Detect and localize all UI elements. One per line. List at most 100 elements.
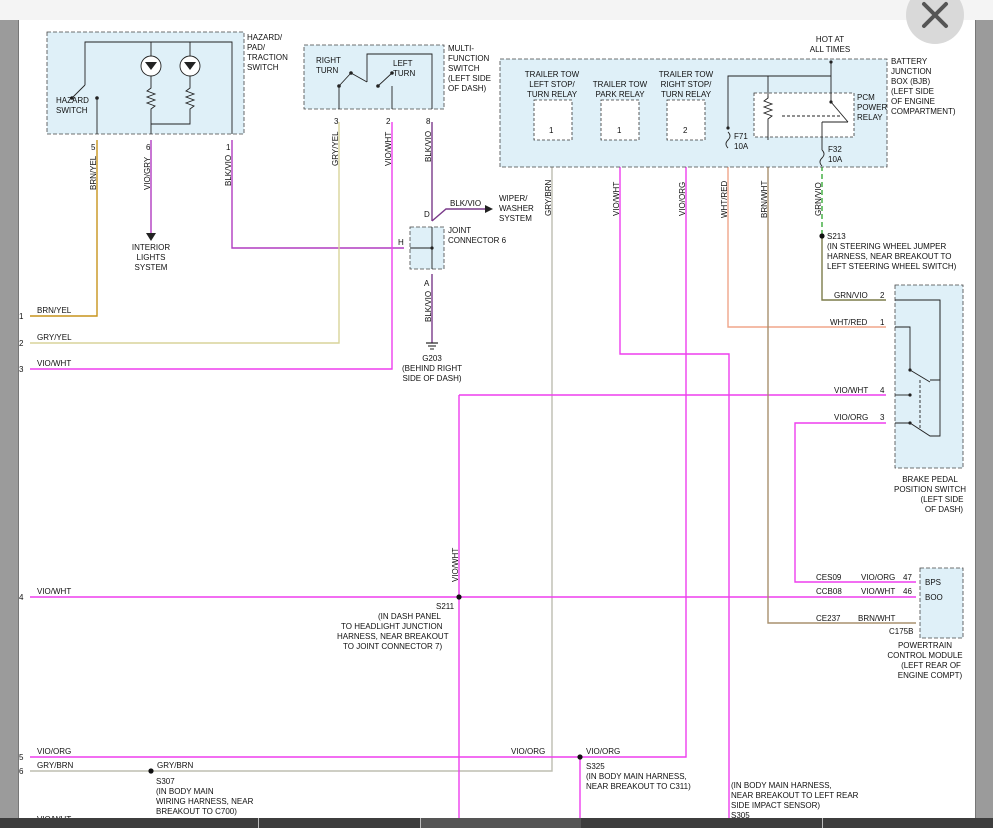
svg-text:TRAILER TOW: TRAILER TOW	[593, 80, 648, 89]
label-gry-yel-vert: GRY/YEL	[331, 131, 340, 166]
svg-text:RIGHT: RIGHT	[316, 56, 341, 65]
splice-s325	[577, 754, 583, 760]
svg-text:OF ENGINE: OF ENGINE	[891, 97, 935, 106]
svg-text:ALL TIMES: ALL TIMES	[810, 45, 850, 54]
wire-vio-wht-park	[619, 140, 730, 828]
joint-pin-a: A	[424, 279, 430, 288]
wire-vio-wht-3	[30, 122, 393, 370]
svg-text:BOX (BJB): BOX (BJB)	[891, 77, 930, 86]
label-gry-brn-s307: GRY/BRN	[157, 761, 194, 770]
label-vio-wht-bpps: VIO/WHT	[834, 386, 868, 395]
ground-g203-symbol	[426, 342, 438, 350]
label-wht-red-horiz: WHT/RED	[830, 318, 868, 327]
svg-text:(LEFT REAR OF: (LEFT REAR OF	[901, 661, 961, 670]
pcm-title: POWERTRAIN CONTROL MODULE (LEFT REAR OF …	[887, 641, 962, 680]
label-vio-org-s325-right: VIO/ORG	[586, 747, 620, 756]
left-pin-5: 5	[19, 753, 24, 762]
left-pin-1: 1	[19, 312, 24, 321]
label-gry-brn-horiz-6: GRY/BRN	[37, 761, 74, 770]
label-blk-vio-wiper: BLK/VIO	[450, 199, 481, 208]
hot-at-all-times-label: HOT AT ALL TIMES	[810, 35, 850, 54]
left-pin-3: 3	[19, 365, 24, 374]
svg-text:PCM: PCM	[857, 93, 875, 102]
svg-text:PAD/: PAD/	[247, 43, 266, 52]
label-vio-org-vert: VIO/ORG	[678, 182, 687, 216]
mfs-pin-2: 2	[386, 117, 391, 126]
left-pin-4: 4	[19, 593, 24, 602]
svg-text:10A: 10A	[734, 142, 749, 151]
svg-text:F71: F71	[734, 132, 748, 141]
pcm-circuit-ce237: CE237	[816, 614, 841, 623]
svg-text:(LEFT SIDE: (LEFT SIDE	[891, 87, 934, 96]
svg-text:TURN: TURN	[316, 66, 338, 75]
svg-text:LIGHTS: LIGHTS	[137, 253, 166, 262]
svg-text:RIGHT STOP/: RIGHT STOP/	[661, 80, 713, 89]
label-gry-brn-vert: GRY/BRN	[544, 179, 553, 216]
wiper-label: WIPER/ WASHER SYSTEM	[499, 194, 534, 223]
svg-text:WIRING HARNESS, NEAR: WIRING HARNESS, NEAR	[156, 797, 254, 806]
pcm-pin-47: 47	[903, 573, 912, 582]
svg-text:10A: 10A	[828, 155, 843, 164]
label-grn-vio-horiz: GRN/VIO	[834, 291, 868, 300]
svg-text:INTERIOR: INTERIOR	[132, 243, 170, 252]
svg-text:SYSTEM: SYSTEM	[499, 214, 532, 223]
svg-text:RELAY: RELAY	[857, 113, 883, 122]
label-wht-red-vert: WHT/RED	[720, 180, 729, 218]
label-blk-vio-vert-1: BLK/VIO	[224, 155, 233, 186]
label-vio-wht-vert-1: VIO/WHT	[384, 132, 393, 166]
svg-text:G203: G203	[422, 354, 442, 363]
wire-brn-yel	[30, 140, 98, 317]
relay-right-stop-turn-label: TRAILER TOW RIGHT STOP/ TURN RELAY	[659, 70, 714, 99]
wire-brn-wht	[767, 140, 916, 624]
label-blk-vio-vert-2: BLK/VIO	[424, 131, 433, 162]
svg-text:MULTI-: MULTI-	[448, 44, 474, 53]
bpps-pin-1: 1	[880, 318, 885, 327]
splice-s213	[819, 233, 825, 239]
svg-text:LEFT: LEFT	[393, 59, 413, 68]
bpps-pin-2: 2	[880, 291, 885, 300]
s305-label: (IN BODY MAIN HARNESS, NEAR BREAKOUT TO …	[731, 781, 859, 820]
label-gry-yel-horiz: GRY/YEL	[37, 333, 72, 342]
left-pin-6: 6	[19, 767, 24, 776]
relay-park	[600, 99, 640, 141]
svg-text:POWER: POWER	[857, 103, 887, 112]
svg-text:JOINT: JOINT	[448, 226, 471, 235]
bpps-pin-3: 3	[880, 413, 885, 422]
svg-text:WASHER: WASHER	[499, 204, 534, 213]
powertrain-control-module	[919, 567, 964, 639]
label-vio-wht-vert-s211: VIO/WHT	[451, 548, 460, 582]
svg-text:TRAILER TOW: TRAILER TOW	[525, 70, 580, 79]
hazard-switch-label-2: SWITCH	[56, 106, 88, 115]
svg-text:TRAILER TOW: TRAILER TOW	[659, 70, 714, 79]
svg-text:(BEHIND RIGHT: (BEHIND RIGHT	[402, 364, 462, 373]
svg-text:HAZARD/: HAZARD/	[247, 33, 283, 42]
svg-text:TURN RELAY: TURN RELAY	[661, 90, 712, 99]
svg-text:TURN: TURN	[393, 69, 415, 78]
relay-left-stop-turn	[533, 99, 573, 141]
viewer-bottom-toolbar	[0, 818, 993, 828]
wire-blk-vio-hazard	[231, 140, 404, 249]
svg-text:BREAKOUT TO C700): BREAKOUT TO C700)	[156, 807, 237, 816]
svg-text:HARNESS, NEAR BREAKOUT: HARNESS, NEAR BREAKOUT	[337, 632, 449, 641]
svg-text:(LEFT SIDE: (LEFT SIDE	[921, 495, 964, 504]
svg-text:S213: S213	[827, 232, 846, 241]
label-brn-yel-vert: BRN/YEL	[89, 155, 98, 190]
svg-text:BATTERY: BATTERY	[891, 57, 928, 66]
svg-text:SIDE OF DASH): SIDE OF DASH)	[402, 374, 461, 383]
label-grn-vio-vert: GRN/VIO	[814, 182, 823, 216]
relay-park-label: TRAILER TOW PARK RELAY	[593, 80, 648, 99]
relay-left-stop-turn-label: TRAILER TOW LEFT STOP/ TURN RELAY	[525, 70, 580, 99]
hazard-pin-5: 5	[91, 143, 96, 152]
label-vio-wht-horiz-3: VIO/WHT	[37, 359, 71, 368]
svg-text:NEAR BREAKOUT TO C311): NEAR BREAKOUT TO C311)	[586, 782, 691, 791]
toolbar-divider	[822, 818, 823, 828]
toolbar-slot[interactable]	[420, 818, 581, 828]
s325-label: S325 (IN BODY MAIN HARNESS, NEAR BREAKOU…	[586, 762, 691, 791]
pcm-connector-c175b: C175B	[889, 627, 913, 636]
mfs-pin-8: 8	[426, 117, 431, 126]
splice-s307	[148, 768, 154, 774]
label-vio-gry-vert: VIO/GRY	[143, 156, 152, 190]
fuse-f32-label: F32 10A	[828, 145, 843, 164]
svg-text:(IN BODY MAIN HARNESS,: (IN BODY MAIN HARNESS,	[586, 772, 687, 781]
svg-text:HOT AT: HOT AT	[816, 35, 844, 44]
